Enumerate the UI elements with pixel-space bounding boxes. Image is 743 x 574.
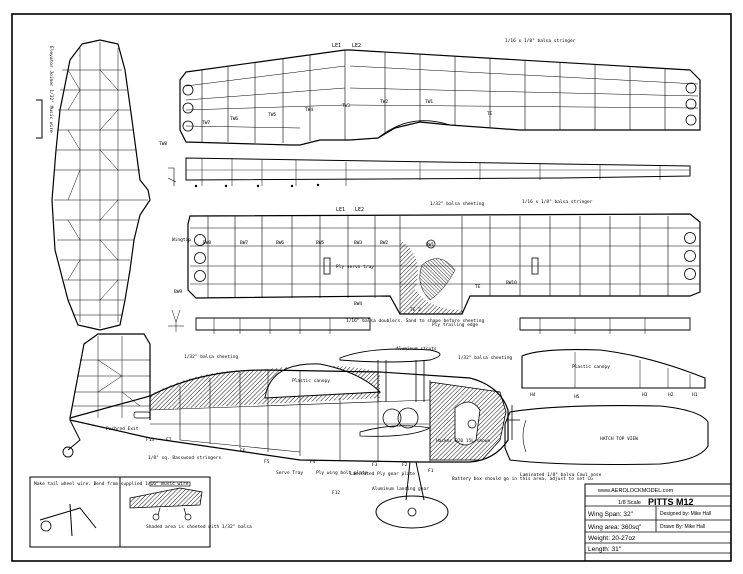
title-block: www.AEROLOCKMODEL.com 1/8 Scale PITTS M1… bbox=[584, 483, 732, 562]
bottom-wing-doublers-note: 1/16" balsa doublers. Sand to shape befo… bbox=[346, 318, 484, 324]
hatch-top-label: HATCH TOP VIEW bbox=[600, 436, 638, 442]
top-wing-te: TE bbox=[487, 111, 493, 117]
former-f5: F5 bbox=[264, 459, 270, 465]
fuselage-gear-plate-label: Laminated Ply gear plate bbox=[350, 471, 415, 477]
former-f7: F7 bbox=[166, 437, 172, 443]
canopy-h1: H1 bbox=[692, 392, 698, 398]
fuselage-pushrod-label: Pushrod Exit bbox=[106, 426, 139, 432]
fuselage-wing-bolt-label: Ply wing bolt plate bbox=[316, 470, 368, 476]
bottom-rib-bw5: BW5 bbox=[316, 240, 324, 246]
top-wing-le1: LE1 bbox=[332, 43, 341, 49]
fuselage-canopy-label: Plastic canopy bbox=[292, 378, 330, 384]
fuselage-landing-gear-label: Aluminum landing gear bbox=[372, 486, 429, 492]
title-wing-area: Wing area: 360sq" bbox=[588, 524, 642, 531]
bottom-wing-trailing-edge: Ply trailing edge bbox=[432, 322, 478, 328]
fuselage-hacker-label: Hacker B20 15L shown bbox=[436, 438, 490, 444]
fuselage-stringers-label: 1/8" sq. Basswood stringers bbox=[148, 455, 221, 461]
former-f13: F13 bbox=[146, 437, 154, 443]
canopy-h5: H5 bbox=[574, 394, 580, 400]
bottom-rib-bw7: BW7 bbox=[240, 240, 248, 246]
former-f2: F2 bbox=[402, 462, 408, 468]
bottom-wing-stringer-label: 1/16 x 1/8" balsa stringer bbox=[522, 199, 593, 205]
canopy-side-view: Plastic canopy H4 H5 H3 H2 H1 bbox=[521, 349, 706, 400]
former-f6: F6 bbox=[240, 448, 246, 454]
title-designer: Designed by: Mike Hall bbox=[660, 511, 711, 517]
bottom-wing-servo-tray: Ply servo tray bbox=[336, 264, 374, 270]
sheeting-inset: Shaded area is sheeted with 1/32" balsa bbox=[119, 476, 252, 548]
bottom-wing-plan: LE1 LE2 1/32" balsa sheeting 1/16 x 1/8"… bbox=[172, 199, 701, 328]
fuselage-struts-label: Aluminum struts bbox=[396, 346, 437, 352]
bottom-rib-bw10: BW10 bbox=[506, 280, 517, 286]
former-f12: F12 bbox=[332, 490, 340, 496]
bottom-wing-le1: LE1 bbox=[336, 207, 345, 213]
top-wing-front-view bbox=[167, 157, 691, 188]
bottom-rib-bw4: BW4 bbox=[354, 301, 362, 307]
tail-wheel-inset: Make tail wheel wire. Bend from supplied… bbox=[29, 476, 189, 548]
top-rib-tw5: TW5 bbox=[268, 112, 276, 118]
top-rib-tw2: TW2 bbox=[380, 99, 388, 105]
title-weight: Weight: 20-27oz bbox=[588, 535, 635, 542]
title-length: Length: 31" bbox=[588, 546, 622, 553]
bottom-wing-wingtip-label: Wingtip bbox=[172, 237, 191, 243]
bottom-wing-sheeting-label: 1/32" balsa sheeting bbox=[430, 201, 484, 207]
bottom-rib-bw8: BW8 bbox=[203, 240, 211, 246]
bottom-wing-te: TE bbox=[475, 284, 481, 290]
inset-left-note: Make tail wheel wire. Bend from supplied… bbox=[34, 481, 189, 487]
title-url: www.AEROLOCKMODEL.com bbox=[597, 488, 674, 494]
stab-note: Elevator Joiner 1/32" Music wire bbox=[48, 46, 54, 133]
bottom-rib-bw2: BW2 bbox=[380, 240, 388, 246]
canopy-h4: H4 bbox=[530, 392, 536, 398]
fuselage-sheeting-label: 1/32" balsa sheeting bbox=[184, 354, 238, 360]
title-drawn-by: Drawn By: Mike Hall bbox=[660, 524, 705, 530]
canopy-h3: H3 bbox=[642, 392, 648, 398]
top-rib-tw8: TW8 bbox=[159, 141, 167, 147]
top-wing-le2: LE2 bbox=[352, 43, 361, 49]
bottom-wing-le2: LE2 bbox=[355, 207, 364, 213]
fuselage-cowl-label: Laminated 1/8" balsa Cowl nose bbox=[520, 472, 602, 478]
bottom-wing-front-view bbox=[168, 309, 691, 334]
title-wing-span: Wing Span: 32" bbox=[588, 511, 634, 518]
hatch-top-view: HATCH TOP VIEW bbox=[504, 405, 709, 466]
fuselage-servo-tray-label: Servo Tray bbox=[276, 470, 303, 476]
top-rib-tw3: TW3 bbox=[342, 103, 350, 109]
top-rib-tw7: TW7 bbox=[202, 120, 210, 126]
top-rib-tw6: TW6 bbox=[230, 116, 238, 122]
bottom-rib-bw9: BW9 bbox=[174, 289, 182, 295]
inset-right-note: Shaded area is sheeted with 1/32" balsa bbox=[146, 524, 252, 530]
canopy-h2: H2 bbox=[668, 392, 674, 398]
fuselage-sheeting2-label: 1/32" balsa sheeting bbox=[458, 355, 512, 361]
top-wing-plan: LE1 LE2 1/16 x 1/8" balsa stringer TW8 T… bbox=[159, 38, 701, 147]
former-f3: F3 bbox=[372, 462, 378, 468]
former-f4: F4 bbox=[310, 459, 316, 465]
bottom-wing-te2: TE 2 bbox=[410, 307, 421, 313]
bottom-rib-bw1: BW1 bbox=[426, 242, 434, 248]
top-rib-tw1: TW1 bbox=[425, 99, 433, 105]
bottom-rib-bw6: BW6 bbox=[276, 240, 284, 246]
former-f1: F1 bbox=[428, 468, 434, 474]
top-wing-stringer-label: 1/16 x 1/8" balsa stringer bbox=[505, 38, 576, 44]
fuselage-battery-label: Battery box should go in this area, adju… bbox=[452, 476, 593, 482]
canopy-side-label: Plastic canopy bbox=[572, 364, 610, 370]
horizontal-stabilizer: Elevator Joiner 1/32" Music wire bbox=[36, 39, 151, 331]
sheet-border bbox=[11, 13, 732, 562]
title-name: PITTS M12 bbox=[648, 497, 694, 507]
top-rib-tw4: TW4 bbox=[305, 107, 313, 113]
fuselage-side-view: 1/32" balsa sheeting Plastic canopy Alum… bbox=[62, 333, 602, 529]
bottom-rib-bw3: BW3 bbox=[354, 240, 362, 246]
title-scale: 1/8 Scale bbox=[618, 500, 641, 506]
